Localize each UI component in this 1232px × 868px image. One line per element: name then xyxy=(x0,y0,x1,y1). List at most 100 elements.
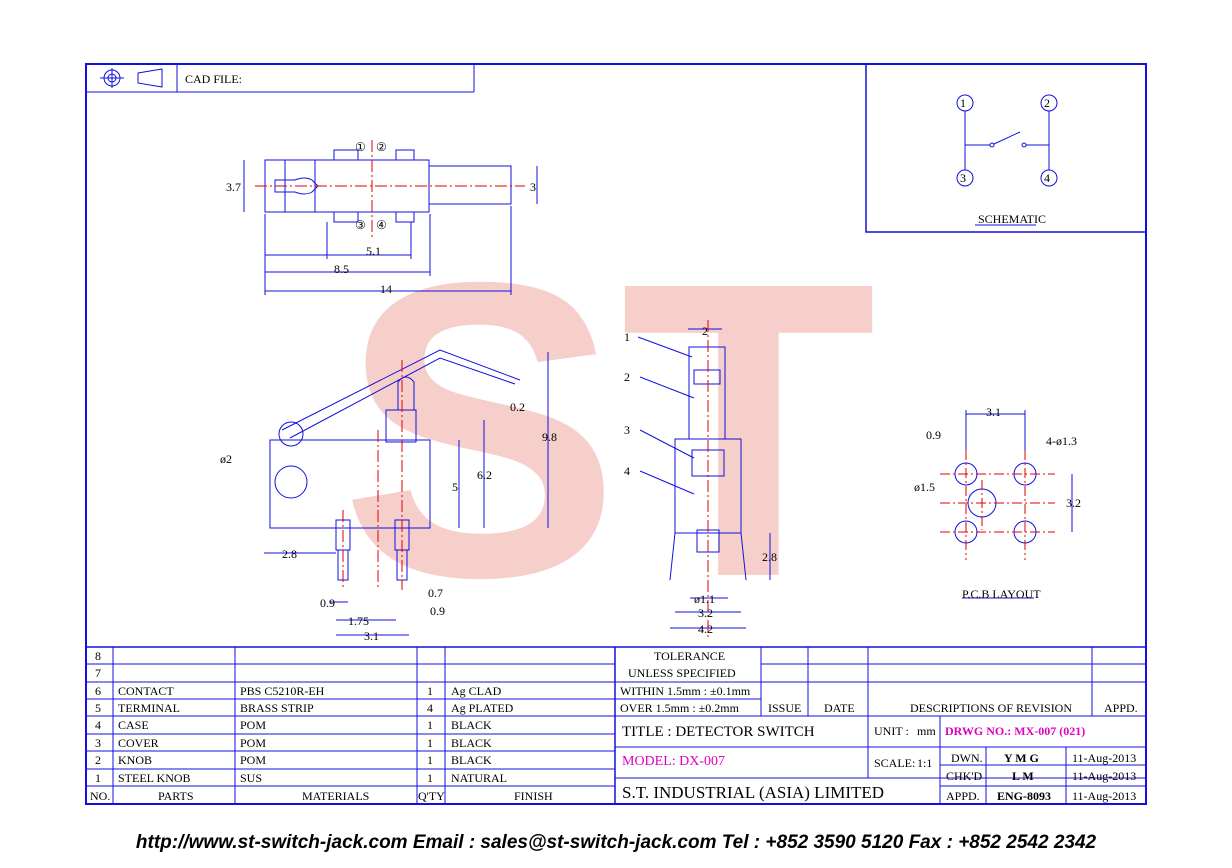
schematic-title: SCHEMATIC xyxy=(978,212,1047,226)
top-pin-4: ④ xyxy=(376,218,387,232)
schematic-pin-2: 2 xyxy=(1044,96,1050,110)
bom-part: STEEL KNOB xyxy=(118,771,191,785)
dim-top-d2: 8.5 xyxy=(334,262,349,276)
sheet-border xyxy=(85,63,1147,805)
bom-part: TERMINAL xyxy=(118,701,180,715)
bom-qty: 1 xyxy=(427,753,433,767)
dim-side-pin-right: 0.9 xyxy=(430,604,445,618)
pcb-holes: 4-ø1.3 xyxy=(1046,434,1077,448)
dim-top-d1: 5.1 xyxy=(366,244,381,258)
schematic-pin-1: 1 xyxy=(960,96,966,110)
dwn-date: 11-Aug-2013 xyxy=(1072,751,1137,765)
bom-no: 3 xyxy=(95,736,101,750)
bom-qty: 1 xyxy=(427,718,433,732)
unit-value: mm xyxy=(917,724,936,738)
bom-header-no: NO. xyxy=(90,789,111,803)
schematic-pin-3: 3 xyxy=(960,171,966,185)
dim-side-pin-width: 0.7 xyxy=(428,586,443,600)
pcb-title: P.C.B LAYOUT xyxy=(962,587,1041,601)
pcb-center: ø1.5 xyxy=(914,480,935,494)
bom-finish: Ag CLAD xyxy=(451,684,502,698)
bom-header-materials: MATERIALS xyxy=(302,789,370,803)
bom-finish: Ag PLATED xyxy=(451,701,514,715)
dim-actuator: 3 xyxy=(530,180,536,194)
bom-no: 8 xyxy=(95,649,101,663)
bom-material: POM xyxy=(240,718,267,732)
bom-material: POM xyxy=(240,753,267,767)
bom-header-finish: FINISH xyxy=(514,789,553,803)
dim-side-body-height: 5 xyxy=(452,480,458,494)
bom-finish: BLACK xyxy=(451,736,492,750)
bom-part: CONTACT xyxy=(118,684,174,698)
schematic-pin-4: 4 xyxy=(1044,171,1050,185)
bom-header-parts: PARTS xyxy=(158,789,194,803)
bom-part: CASE xyxy=(118,718,149,732)
bom-material: PBS C5210R-EH xyxy=(240,684,325,698)
dim-side-total-height: 9.8 xyxy=(542,430,557,444)
side-view xyxy=(264,349,549,636)
top-pin-2: ② xyxy=(376,140,387,154)
dwn-value: Y M G xyxy=(1004,751,1039,765)
revision-issue: ISSUE xyxy=(768,701,802,715)
dim-front-top-width: 2 xyxy=(702,324,708,338)
bom-finish: BLACK xyxy=(451,753,492,767)
revision-appd: APPD. xyxy=(1104,701,1138,715)
model-number: MODEL: DX-007 xyxy=(622,754,726,769)
bom-part: COVER xyxy=(118,736,159,750)
tolerance-within: WITHIN 1.5mm : ±0.1mm xyxy=(620,684,751,698)
appd-date: 11-Aug-2013 xyxy=(1072,789,1137,803)
top-pin-1: ① xyxy=(355,140,366,154)
bom-material: SUS xyxy=(240,771,263,785)
watermark-text: ST xyxy=(340,196,877,665)
callout-2: 2 xyxy=(624,370,630,384)
top-pin-3: ③ xyxy=(355,218,366,232)
dim-front-outer: 4.2 xyxy=(698,622,713,636)
dim-front-side: 2.8 xyxy=(762,550,777,564)
revision-date: DATE xyxy=(824,701,855,715)
tolerance-over: OVER 1.5mm : ±0.2mm xyxy=(620,701,739,715)
dim-side-pin-spacing: 1.75 xyxy=(348,614,369,628)
dwn-label: DWN. xyxy=(951,751,983,765)
bom-finish: NATURAL xyxy=(451,771,507,785)
company-name: S.T. INDUSTRIAL (ASIA) LIMITED xyxy=(622,783,885,802)
bom-material: BRASS STRIP xyxy=(240,701,314,715)
bom-qty: 4 xyxy=(427,701,433,715)
watermark-logo: ST xyxy=(340,196,877,665)
cad-file-label: CAD FILE: xyxy=(185,72,242,86)
title-block-grid xyxy=(86,646,1146,804)
bom-no: 7 xyxy=(95,666,101,680)
dim-side-mid-height: 6.2 xyxy=(477,468,492,482)
dim-top-length: 14 xyxy=(380,282,392,296)
dim-side-diameter: ø2 xyxy=(220,452,232,466)
bom-part: KNOB xyxy=(118,753,153,767)
revision-desc: DESCRIPTIONS OF REVISION xyxy=(910,701,1073,715)
dim-top-height: 3.7 xyxy=(226,180,241,194)
bom-material: POM xyxy=(240,736,267,750)
scale-value: 1:1 xyxy=(917,756,933,770)
schematic-diagram xyxy=(956,94,1058,226)
pcb-side: 3.2 xyxy=(1066,496,1081,510)
bom-no: 5 xyxy=(95,701,101,715)
callout-1: 1 xyxy=(624,330,630,344)
schematic-box xyxy=(865,63,1147,233)
callout-3: 3 xyxy=(624,423,630,437)
dim-side-pin-left: 0.9 xyxy=(320,596,335,610)
scale-label: SCALE: xyxy=(874,756,916,770)
tolerance-line1: TOLERANCE xyxy=(654,649,726,663)
appd-value: ENG-8093 xyxy=(997,789,1051,803)
bom-no: 2 xyxy=(95,753,101,767)
bom-no: 4 xyxy=(95,718,101,732)
tolerance-line2: UNLESS SPECIFIED xyxy=(628,666,736,680)
dim-front-pin-dia: ø1.1 xyxy=(694,592,715,606)
bom-header-qty: Q'TY xyxy=(418,789,445,803)
contact-footer: http://www.st-switch-jack.com Email : sa… xyxy=(135,832,1097,853)
chkd-value: L M xyxy=(1012,769,1034,783)
front-view xyxy=(637,328,771,629)
appd-label: APPD. xyxy=(946,789,980,803)
dim-side-offset: 2.8 xyxy=(282,547,297,561)
pcb-left: 0.9 xyxy=(926,428,941,442)
dim-side-tip: 0.2 xyxy=(510,400,525,414)
chkd-label: CHK'D xyxy=(946,769,983,783)
pcb-top: 3.1 xyxy=(986,405,1001,419)
